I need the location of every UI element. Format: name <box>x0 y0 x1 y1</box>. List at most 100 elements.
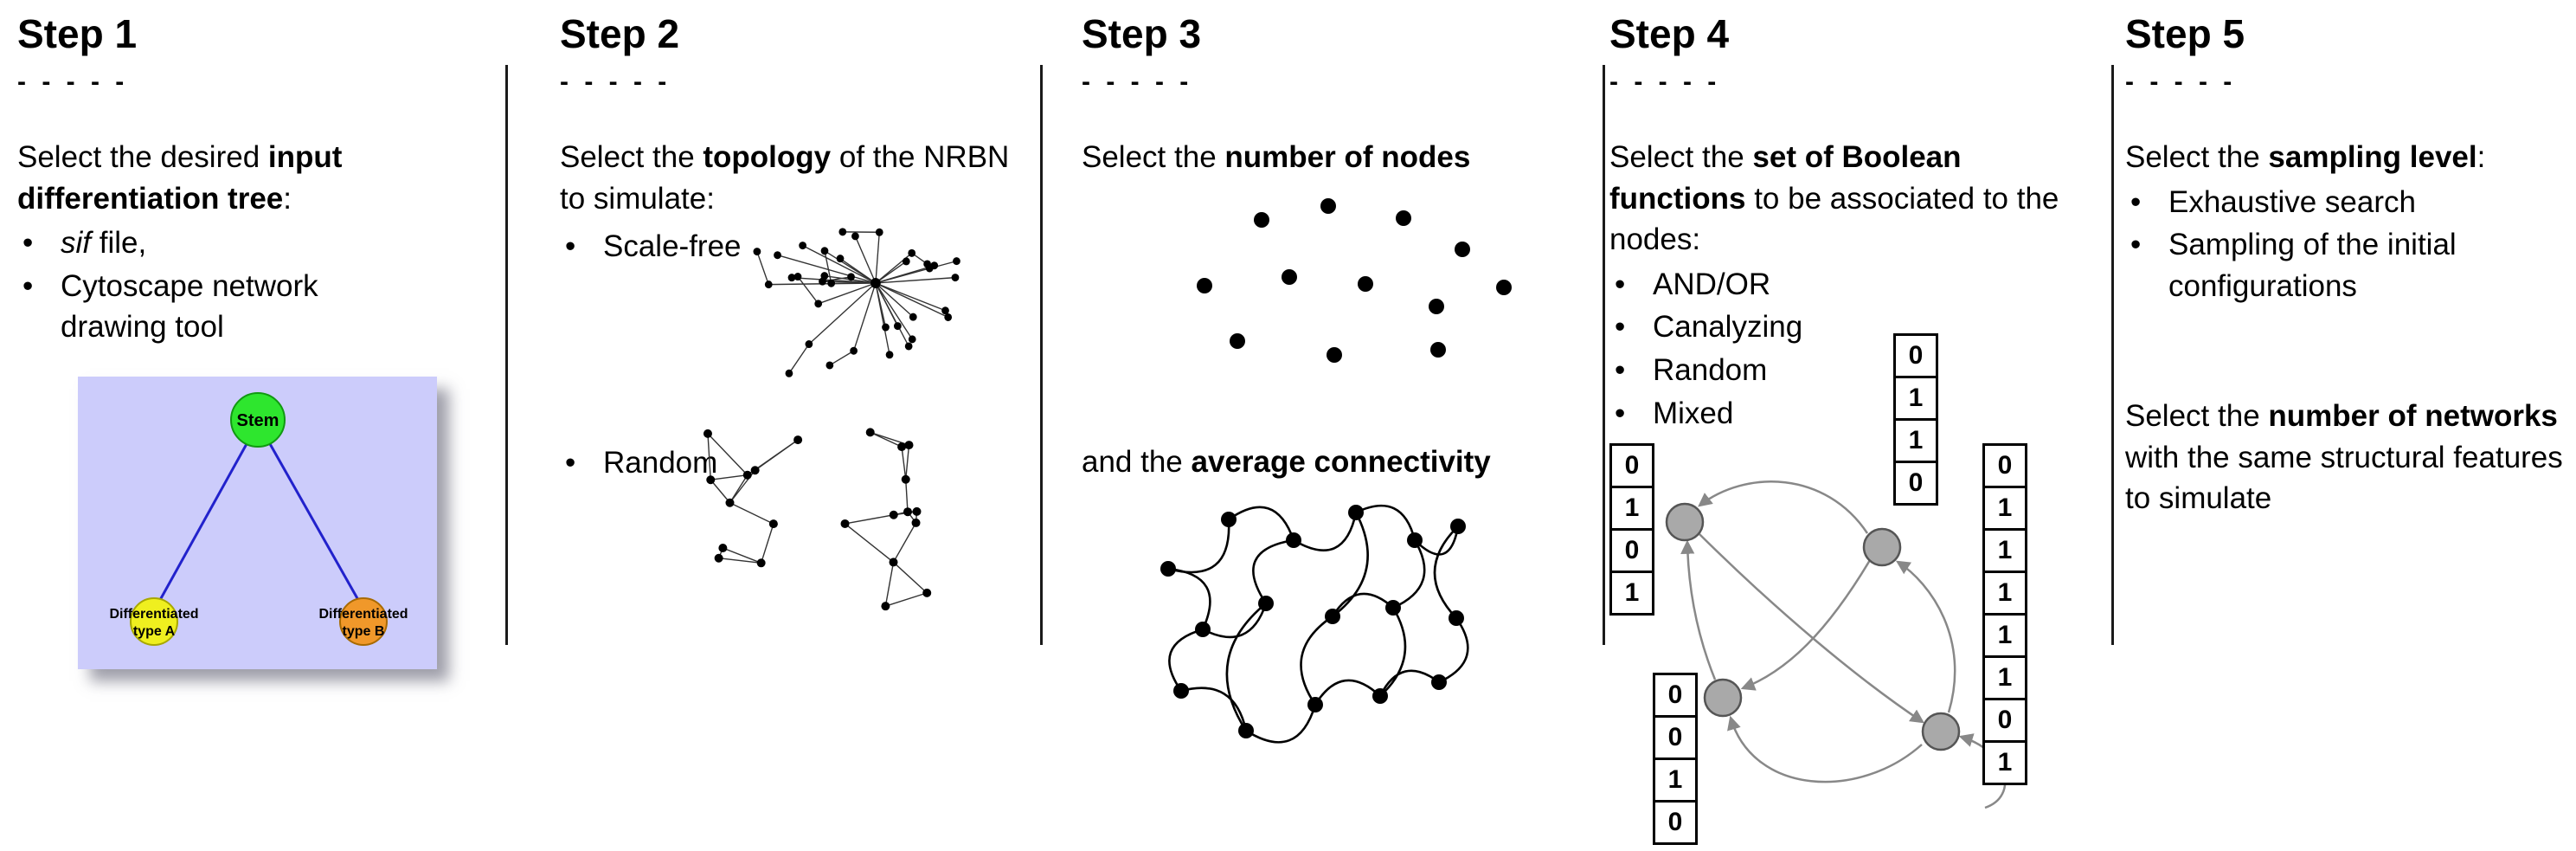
boolean-node <box>1862 527 1902 567</box>
random-network-illustration <box>703 428 932 611</box>
tree-edge-a <box>158 442 249 601</box>
step1-intro: Select the desired input differentiation… <box>17 140 343 216</box>
truth-table-bottom-left: 0 0 1 0 <box>1653 673 1698 845</box>
truth-table-cell: 1 <box>1893 418 1938 463</box>
list-item-mixed: • Mixed <box>1609 393 2098 435</box>
step5-intro: Select the sampling level: <box>2125 140 2486 174</box>
differentiated-type-b-node <box>339 597 388 646</box>
truth-table-cell: 1 <box>1982 571 2027 616</box>
truth-table-cell: 1 <box>1893 376 1938 421</box>
truth-table-right: 0 1 1 1 1 1 0 1 <box>1982 443 2027 785</box>
bullet-marker: • <box>1615 310 1626 345</box>
list-item-exhaustive: • Exhaustive search <box>2125 182 2575 223</box>
column-divider <box>1603 65 1605 645</box>
bullet-marker: • <box>1615 396 1626 430</box>
step4-intro: Select the set of Boolean functions to b… <box>1609 140 2059 257</box>
truth-table-cell: 0 <box>1653 715 1698 760</box>
list-item-random-functions: • Random <box>1609 350 2098 391</box>
truth-table-cell: 1 <box>1653 758 1698 803</box>
list-item-scale-free: • Scale-free <box>560 226 1018 268</box>
step4-dashes: - - - - - <box>1609 68 1721 96</box>
truth-table-cell: 1 <box>1609 486 1654 531</box>
type-b-label-line2: type B <box>343 624 385 639</box>
boolean-node <box>1921 712 1961 751</box>
network-arrow <box>1699 533 1925 724</box>
list-item-sif-file: • sif file, <box>17 222 489 264</box>
step2-title: Step 2 <box>560 11 680 56</box>
truth-table-cell: 0 <box>1893 461 1938 506</box>
step2-intro: Select the topology of the NRBN to simul… <box>560 140 1010 216</box>
step1-options-list: • sif file, • Cytoscape network drawing … <box>17 222 489 348</box>
differentiated-type-a-node <box>130 597 178 646</box>
list-item-random: • Random <box>560 442 717 484</box>
step3-column: Step 3 - - - - - Select the number of no… <box>1082 10 1584 744</box>
type-a-label-line2: type A <box>133 624 176 639</box>
truth-table-cell: 0 <box>1653 800 1698 845</box>
truth-table-cell: 0 <box>1609 528 1654 573</box>
truth-table-left: 0 1 0 1 <box>1609 443 1654 616</box>
bullet-marker: • <box>1615 352 1626 387</box>
bullet-marker: • <box>22 226 34 261</box>
network-arrow <box>1740 559 1872 691</box>
type-b-label-line1: Differentiated <box>318 607 408 622</box>
bullet-marker: • <box>22 268 34 303</box>
step5-dashes: - - - - - <box>2125 68 2237 96</box>
truth-table-cell: 0 <box>1982 443 2027 488</box>
step3-line2: and the average connectivity <box>1082 445 1491 479</box>
column-divider <box>505 65 508 645</box>
truth-table-cell: 1 <box>1982 613 2027 658</box>
column-divider <box>2111 65 2114 645</box>
truth-table-cell: 0 <box>1982 698 2027 743</box>
bullet-marker: • <box>565 446 576 480</box>
step5-column: Step 5 - - - - - Select the sampling lev… <box>2125 10 2575 515</box>
step5-options-list: • Exhaustive search • Sampling of the in… <box>2125 182 2575 307</box>
boolean-network-illustration <box>1665 480 2007 809</box>
bullet-marker: • <box>1615 267 1626 301</box>
tree-edge-b <box>267 442 360 601</box>
network-arrow <box>1895 560 1956 713</box>
stem-node <box>230 392 286 448</box>
column-divider <box>1040 65 1043 645</box>
truth-table-cell: 0 <box>1653 673 1698 718</box>
bullet-marker: • <box>565 229 576 264</box>
step2-options-list: • Scale-free <box>560 226 1018 268</box>
step4-options-list: • AND/OR • Canalyzing • Random • Mixed <box>1609 264 2098 434</box>
step3-dashes: - - - - - <box>1082 68 1193 96</box>
step4-column: Step 4 - - - - - Select the set of Boole… <box>1609 10 2098 845</box>
nodes-dots-illustration <box>1197 198 1512 363</box>
scale-free-network-illustration <box>753 228 960 377</box>
list-item-canalyzing: • Canalyzing <box>1609 306 2098 348</box>
average-connectivity-illustration <box>1160 504 1469 744</box>
step4-title: Step 4 <box>1609 11 1730 56</box>
truth-table-cell: 1 <box>1609 571 1654 616</box>
network-arrow <box>1727 715 1923 783</box>
step1-dashes: - - - - - <box>17 68 129 96</box>
list-item-and-or: • AND/OR <box>1609 264 2098 306</box>
step5-title: Step 5 <box>2125 11 2245 56</box>
boolean-node <box>1703 678 1743 718</box>
boolean-node <box>1665 502 1705 542</box>
truth-table-cell: 1 <box>1982 528 2027 573</box>
step3-title: Step 3 <box>1082 11 1202 56</box>
network-arrow <box>1698 480 1869 534</box>
truth-table-cell: 1 <box>1982 655 2027 700</box>
network-arrow <box>1680 539 1717 680</box>
truth-table-top: 0 1 1 0 <box>1893 333 1938 506</box>
step2-dashes: - - - - - <box>560 68 671 96</box>
truth-table-cell: 1 <box>1982 740 2027 785</box>
bullet-marker: • <box>2130 228 2142 262</box>
step5-networks-text: Select the number of networks with the s… <box>2125 399 2563 516</box>
step2-column: Step 2 - - - - - Select the topology of … <box>560 10 1018 611</box>
truth-table-cell: 1 <box>1982 486 2027 531</box>
step1-title: Step 1 <box>17 11 138 56</box>
list-item-cytoscape: • Cytoscape network drawing tool <box>17 266 489 348</box>
step3-line1: Select the number of nodes <box>1082 140 1471 174</box>
differentiation-tree-figure: Stem Differentiated type A Differentiate… <box>78 377 437 669</box>
type-a-label-line1: Differentiated <box>109 607 198 622</box>
bullet-marker: • <box>2130 184 2142 219</box>
step1-column: Step 1 - - - - - Select the desired inpu… <box>17 10 489 669</box>
stem-node-label: Stem <box>237 411 279 430</box>
truth-table-cell: 0 <box>1609 443 1654 488</box>
list-item-sampling: • Sampling of the initial configurations <box>2125 224 2575 306</box>
truth-table-cell: 0 <box>1893 333 1938 378</box>
